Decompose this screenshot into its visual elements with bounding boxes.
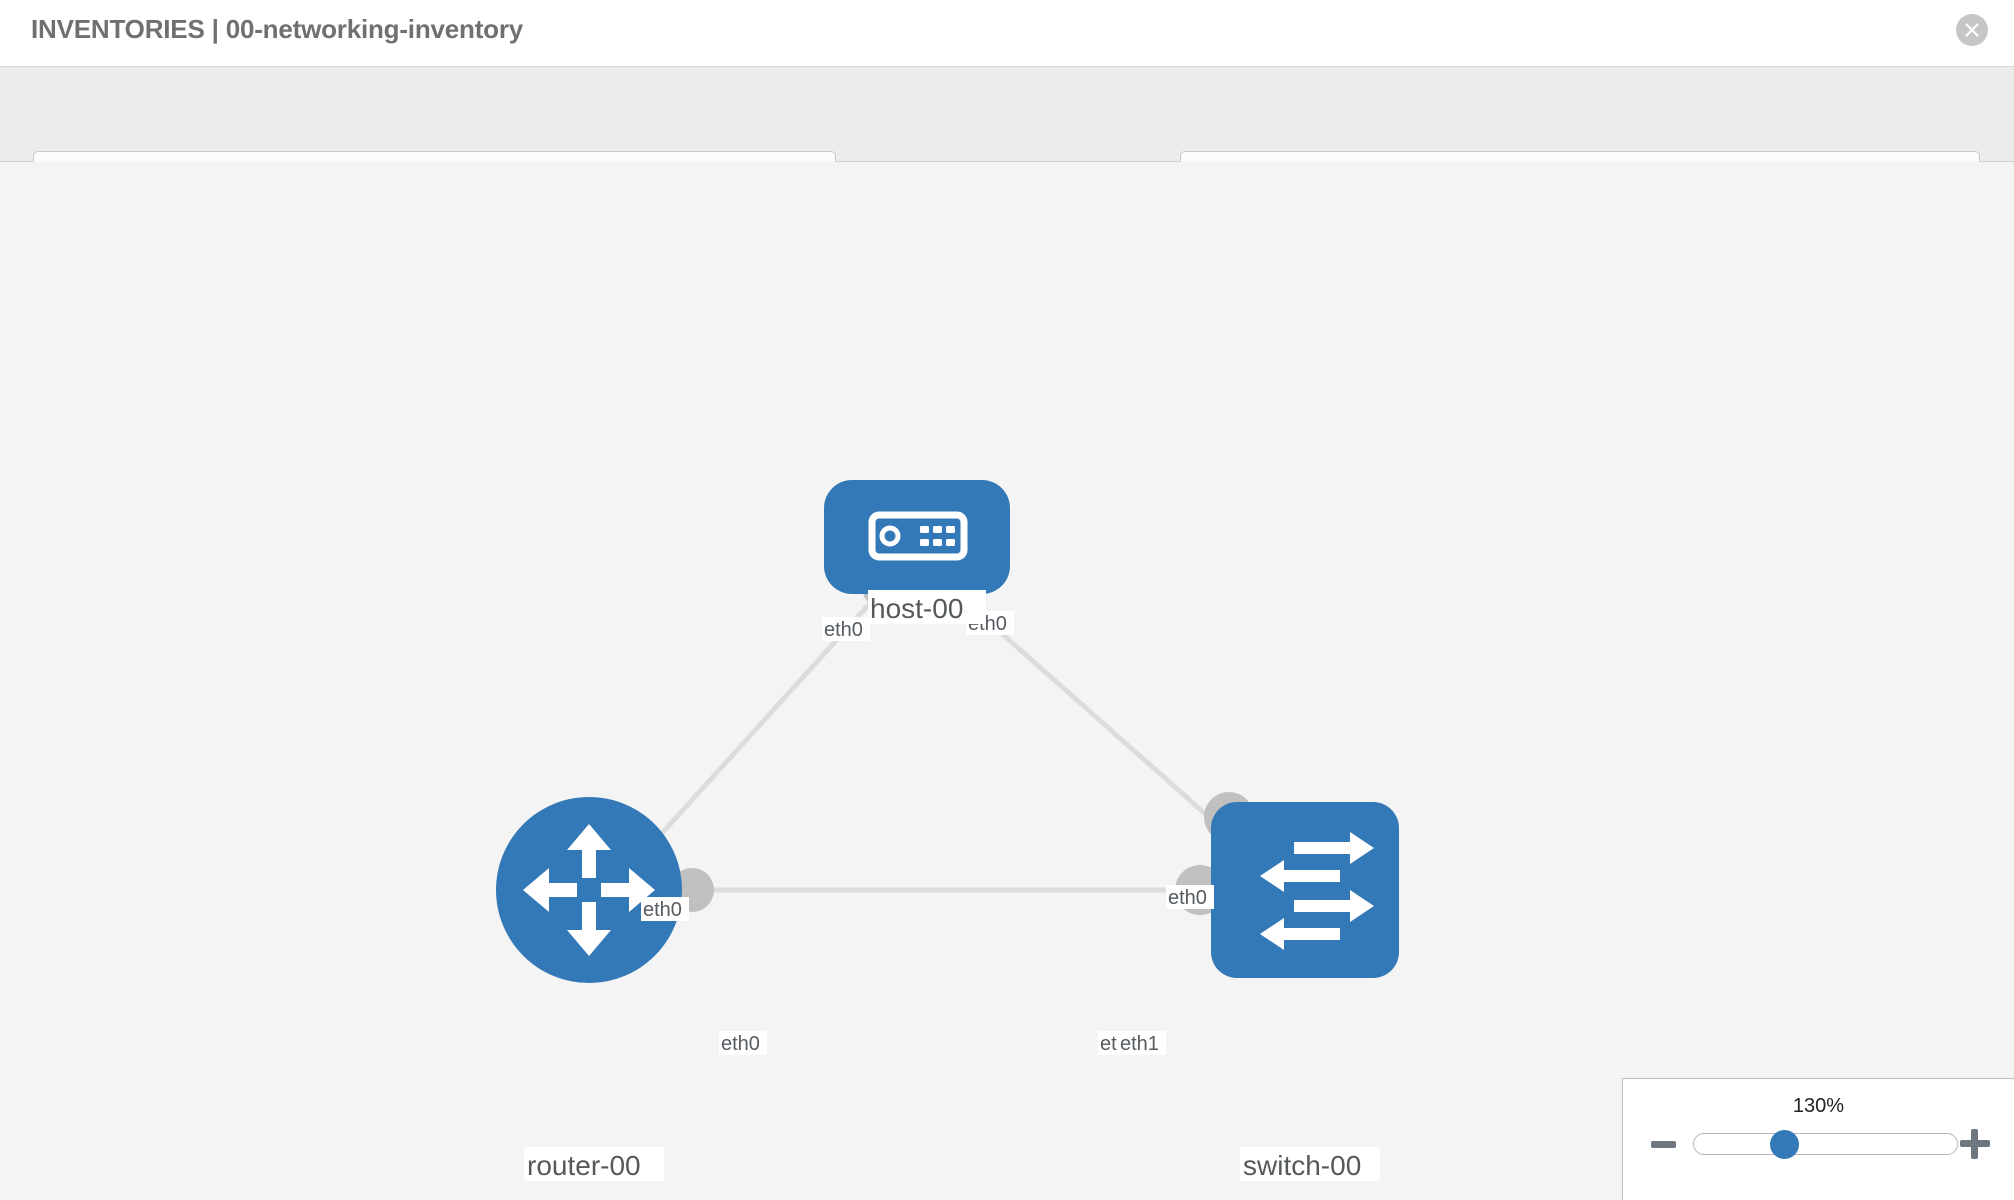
- node-label-text: router-00: [527, 1150, 641, 1181]
- node-label-host-00: host-00: [868, 590, 986, 624]
- page-title: INVENTORIES | 00-networking-inventory: [31, 14, 524, 44]
- zoom-slider-thumb[interactable]: [1770, 1130, 1799, 1159]
- iface-text: eth0: [1168, 887, 1207, 909]
- page-header: INVENTORIES | 00-networking-inventory: [0, 0, 2014, 67]
- topology-canvas[interactable]: eth0 eth0 eth0 eth0 eth0: [0, 162, 2014, 1200]
- iface-text: eth0: [824, 619, 863, 641]
- node-label-switch-00: switch-00: [1240, 1147, 1380, 1181]
- close-icon[interactable]: [1956, 14, 1988, 46]
- switch-00-shape[interactable]: [1211, 802, 1399, 978]
- iface-label-switch00-up: eth0: [1166, 885, 1214, 909]
- iface-label-switch00-left-overlap-b: eth1: [1118, 1031, 1166, 1055]
- zoom-out-button[interactable]: [1651, 1141, 1676, 1148]
- iface-label-host00-left: eth0: [822, 617, 870, 641]
- iface-label-router00-right: eth0: [719, 1031, 767, 1055]
- router-00-shape[interactable]: [496, 797, 682, 983]
- switch-arrows-icon: [1260, 832, 1374, 950]
- node-host-00[interactable]: [824, 480, 1010, 594]
- server-icon: [868, 511, 968, 561]
- toolbar: ACTIONS SEARCH: [0, 67, 2014, 206]
- iface-label-router00-up: eth0: [641, 897, 689, 921]
- zoom-slider-track[interactable]: [1693, 1133, 1958, 1155]
- zoom-level-value: 130%: [1792, 1095, 1845, 1117]
- node-label-text: host-00: [870, 593, 963, 624]
- node-label-text: switch-00: [1243, 1150, 1361, 1181]
- iface-text: eth0: [643, 899, 682, 921]
- router-arrows-icon: [523, 824, 655, 956]
- node-labels: host-00 router-00 switch-00: [524, 590, 1380, 1181]
- interface-labels: eth0 eth0 eth0 eth0 eth0: [641, 611, 1214, 1055]
- topology-edges: [643, 590, 1230, 893]
- iface-text: eth1: [1120, 1033, 1159, 1055]
- node-switch-00[interactable]: [1211, 802, 1399, 978]
- node-router-00[interactable]: [496, 797, 682, 983]
- iface-text: eth0: [721, 1033, 760, 1055]
- zoom-in-button[interactable]: [1960, 1129, 1990, 1159]
- host-00-shape[interactable]: [824, 480, 1010, 594]
- node-label-router-00: router-00: [524, 1147, 664, 1181]
- topology-graph[interactable]: eth0 eth0 eth0 eth0 eth0: [0, 162, 2014, 1200]
- zoom-control-panel: 130%: [1622, 1078, 2014, 1200]
